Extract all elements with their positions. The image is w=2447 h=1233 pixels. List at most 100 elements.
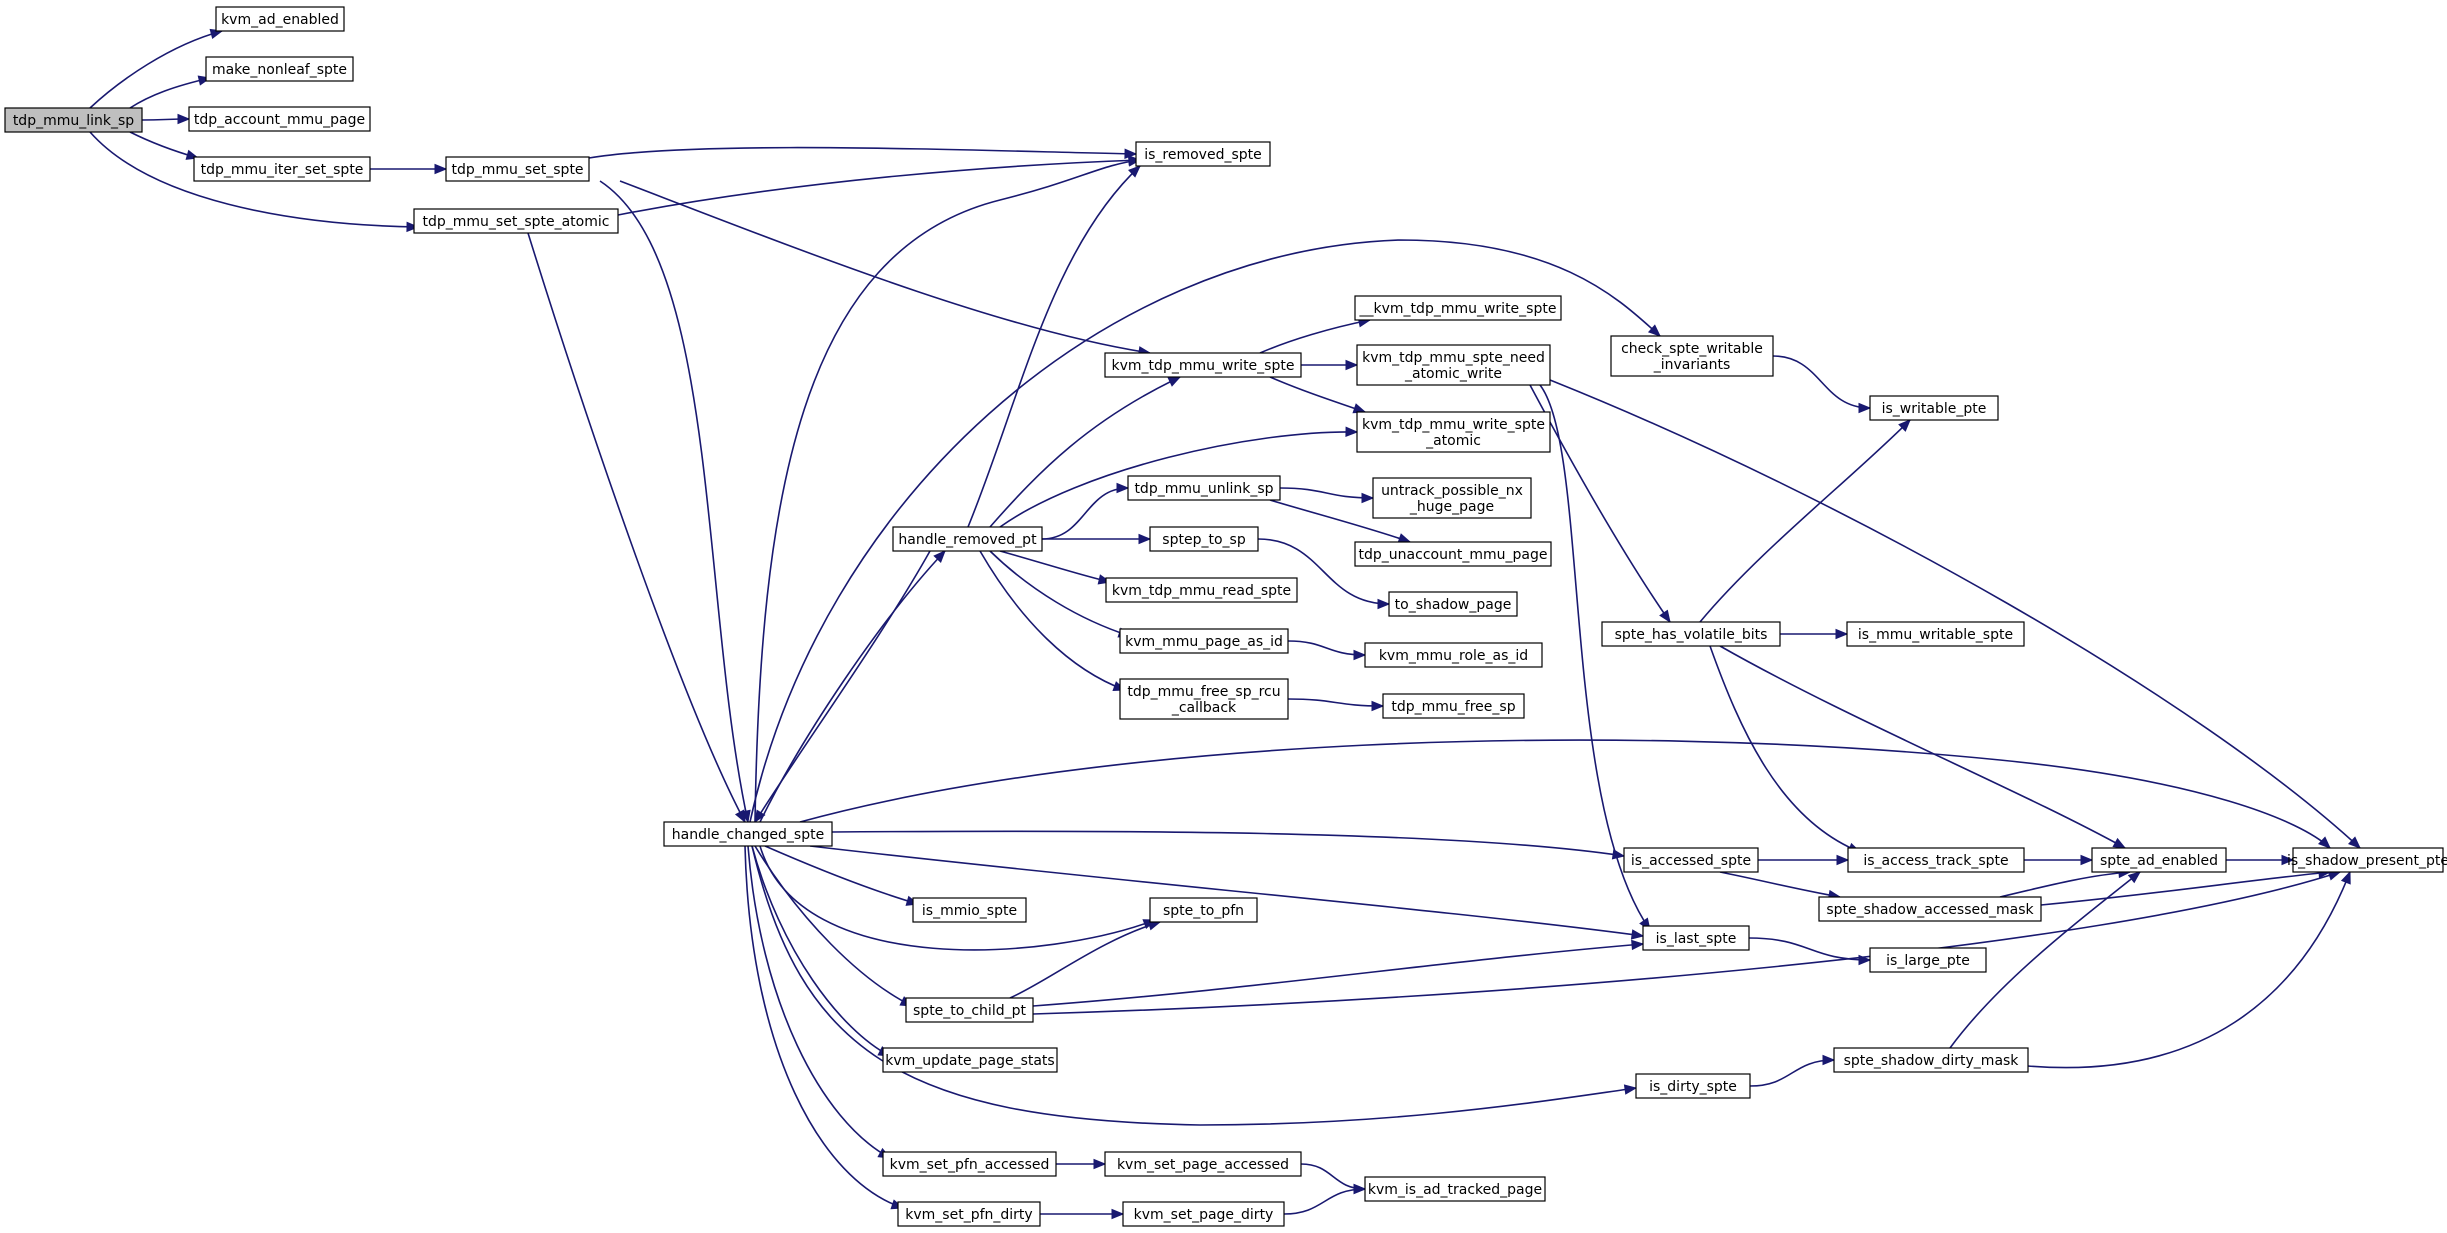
node-box[interactable] [188, 106, 371, 132]
node-box[interactable] [1623, 847, 1759, 873]
node-box[interactable] [2292, 847, 2444, 873]
node-tdp-mmu-link-sp[interactable]: tdp_mmu_link_sp [4, 107, 143, 133]
node-to-shadow-page[interactable]: to_shadow_page [1388, 591, 1518, 617]
node-box[interactable] [193, 156, 371, 182]
node-box[interactable] [1104, 352, 1302, 378]
node-box[interactable] [445, 156, 590, 182]
node-sptep-to-sp[interactable]: sptep_to_sp [1149, 526, 1259, 552]
node-kvm-set-pfn-accessed[interactable]: kvm_set_pfn_accessed [882, 1151, 1057, 1177]
node-is-accessed-spte[interactable]: is_accessed_spte [1623, 847, 1759, 873]
node-tdp-mmu-free-sp-rcu-callback[interactable]: tdp_mmu_free_sp_rcu_callback [1119, 678, 1289, 720]
arrowhead-icon [2281, 854, 2295, 866]
node-box[interactable] [1149, 526, 1259, 552]
node-box[interactable] [663, 821, 833, 847]
node-box[interactable] [2091, 847, 2227, 873]
node-box[interactable] [897, 1201, 1041, 1227]
node-kvm-tdp-mmu-write-spte-atomic[interactable]: kvm_tdp_mmu_write_spte_atomic [1356, 411, 1551, 453]
node-box[interactable] [882, 1047, 1058, 1073]
node-box[interactable] [1119, 678, 1289, 720]
node-tdp-mmu-set-spte-atomic[interactable]: tdp_mmu_set_spte_atomic [413, 208, 619, 234]
node-box[interactable] [882, 1151, 1057, 1177]
node-label: is_large_pte [1886, 953, 1970, 969]
node-kvm-tdp-mmu-write-spte[interactable]: kvm_tdp_mmu_write_spte [1104, 352, 1302, 378]
node-box[interactable] [1847, 847, 2025, 873]
node-box[interactable] [1356, 344, 1551, 386]
node-box[interactable] [1104, 1151, 1302, 1177]
node-box[interactable] [1105, 577, 1298, 603]
node-box[interactable] [1354, 295, 1562, 321]
node-box[interactable] [1846, 621, 2025, 647]
node-box[interactable] [1119, 628, 1289, 654]
node-spte-has-volatile-bits[interactable]: spte_has_volatile_bits [1601, 621, 1781, 647]
node-is-access-track-spte[interactable]: is_access_track_spte [1847, 847, 2025, 873]
node-label: tdp_mmu_iter_set_spte [201, 162, 364, 178]
node-box[interactable] [892, 526, 1043, 552]
node-is-last-spte[interactable]: is_last_spte [1642, 925, 1750, 951]
node-kvm-update-page-stats[interactable]: kvm_update_page_stats [882, 1047, 1058, 1073]
node-box[interactable] [1127, 475, 1281, 501]
node-kvm-set-pfn-dirty[interactable]: kvm_set_pfn_dirty [897, 1201, 1041, 1227]
node-is-writable-pte[interactable]: is_writable_pte [1869, 395, 1999, 421]
node-box[interactable] [1833, 1047, 2029, 1073]
node-kvm-tdp-mmu-write-spte[interactable]: __kvm_tdp_mmu_write_spte [1354, 295, 1562, 321]
node-box[interactable] [1122, 1201, 1285, 1227]
node-spte-ad-enabled[interactable]: spte_ad_enabled [2091, 847, 2227, 873]
node-box[interactable] [1354, 541, 1552, 567]
node-box[interactable] [215, 6, 345, 32]
node-kvm-set-page-dirty[interactable]: kvm_set_page_dirty [1122, 1201, 1285, 1227]
node-box[interactable] [1364, 1176, 1546, 1202]
node-kvm-is-ad-tracked-page[interactable]: kvm_is_ad_tracked_page [1364, 1176, 1546, 1202]
node-box[interactable] [1382, 693, 1525, 719]
node-label: tdp_account_mmu_page [194, 112, 365, 128]
node-box[interactable] [1356, 411, 1551, 453]
node-kvm-tdp-mmu-spte-need-atomic-write[interactable]: kvm_tdp_mmu_spte_need_atomic_write [1356, 344, 1551, 386]
arrowhead-icon [1111, 1208, 1125, 1220]
node-box[interactable] [1601, 621, 1781, 647]
node-tdp-mmu-set-spte[interactable]: tdp_mmu_set_spte [445, 156, 590, 182]
node-check-spte-writable-invariants[interactable]: check_spte_writable_invariants [1610, 335, 1774, 377]
node-untrack-possible-nx-huge-page[interactable]: untrack_possible_nx_huge_page [1372, 477, 1532, 519]
node-spte-shadow-dirty-mask[interactable]: spte_shadow_dirty_mask [1833, 1047, 2029, 1073]
node-handle-removed-pt[interactable]: handle_removed_pt [892, 526, 1043, 552]
node-is-dirty-spte[interactable]: is_dirty_spte [1635, 1073, 1751, 1099]
edge-line [1539, 384, 1651, 931]
node-box[interactable] [905, 997, 1034, 1023]
node-box[interactable] [1388, 591, 1518, 617]
node-make-nonleaf-spte[interactable]: make_nonleaf_spte [205, 56, 354, 82]
node-tdp-account-mmu-page[interactable]: tdp_account_mmu_page [188, 106, 371, 132]
node-box[interactable] [1372, 477, 1532, 519]
node-is-shadow-present-pte[interactable]: is_shadow_present_pte [2287, 847, 2447, 873]
node-box[interactable] [1869, 395, 1999, 421]
node-handle-changed-spte[interactable]: handle_changed_spte [663, 821, 833, 847]
node-box[interactable] [1635, 1073, 1751, 1099]
node-box[interactable] [1149, 897, 1258, 923]
node-tdp-mmu-free-sp[interactable]: tdp_mmu_free_sp [1382, 693, 1525, 719]
node-is-mmu-writable-spte[interactable]: is_mmu_writable_spte [1846, 621, 2025, 647]
node-is-mmio-spte[interactable]: is_mmio_spte [912, 897, 1027, 923]
node-is-removed-spte[interactable]: is_removed_spte [1135, 141, 1271, 167]
node-box[interactable] [1818, 896, 2042, 922]
node-kvm-mmu-role-as-id[interactable]: kvm_mmu_role_as_id [1364, 642, 1543, 668]
node-kvm-mmu-page-as-id[interactable]: kvm_mmu_page_as_id [1119, 628, 1289, 654]
node-box[interactable] [1869, 947, 1987, 973]
arrowhead-icon [1345, 426, 1359, 438]
node-box[interactable] [1610, 335, 1774, 377]
node-box[interactable] [1642, 925, 1750, 951]
node-box[interactable] [413, 208, 619, 234]
node-is-large-pte[interactable]: is_large_pte [1869, 947, 1987, 973]
node-box[interactable] [1364, 642, 1543, 668]
node-box[interactable] [1135, 141, 1271, 167]
node-kvm-set-page-accessed[interactable]: kvm_set_page_accessed [1104, 1151, 1302, 1177]
node-kvm-tdp-mmu-read-spte[interactable]: kvm_tdp_mmu_read_spte [1105, 577, 1298, 603]
node-box[interactable] [205, 56, 354, 82]
node-box[interactable] [912, 897, 1027, 923]
node-spte-to-pfn[interactable]: spte_to_pfn [1149, 897, 1258, 923]
node-spte-shadow-accessed-mask[interactable]: spte_shadow_accessed_mask [1818, 896, 2042, 922]
node-tdp-mmu-iter-set-spte[interactable]: tdp_mmu_iter_set_spte [193, 156, 371, 182]
node-tdp-mmu-unlink-sp[interactable]: tdp_mmu_unlink_sp [1127, 475, 1281, 501]
node-kvm-ad-enabled[interactable]: kvm_ad_enabled [215, 6, 345, 32]
edge-handle-changed-spte-to-check-spte-writable-invariants [749, 239, 1661, 823]
node-tdp-unaccount-mmu-page[interactable]: tdp_unaccount_mmu_page [1354, 541, 1552, 567]
node-box[interactable] [4, 107, 143, 133]
node-spte-to-child-pt[interactable]: spte_to_child_pt [905, 997, 1034, 1023]
